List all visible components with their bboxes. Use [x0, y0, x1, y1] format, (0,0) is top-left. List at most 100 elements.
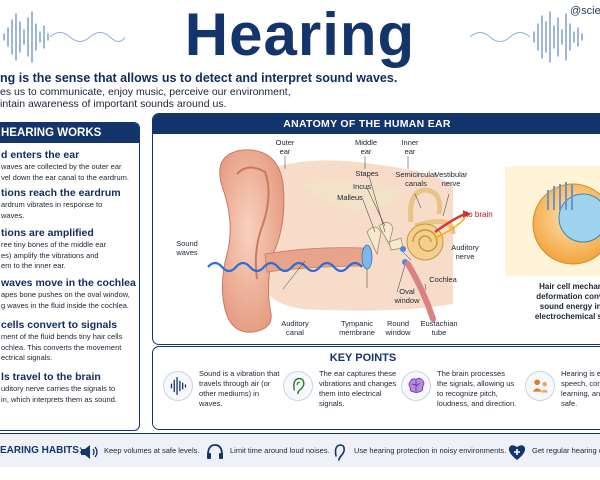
- habit-text: Keep volumes at safe levels.: [104, 446, 200, 455]
- ear-icon: [283, 371, 313, 401]
- eustachian-tube: [405, 261, 436, 322]
- ear-anatomy-panel: ANATOMY OF THE HUMAN EAR Outer ear Middl…: [152, 113, 600, 345]
- label-outer-ear: Outer ear: [275, 138, 295, 156]
- label-eustachian-tube: Eustachian tube: [420, 319, 458, 337]
- sound-wave-decoration-left: [3, 11, 125, 63]
- step-title: tions are amplified: [1, 227, 94, 239]
- step-desc: uditory nerve carries the signals to: [1, 384, 116, 393]
- label-to-brain: to brain: [466, 210, 493, 219]
- heart-plus-icon: [508, 445, 526, 460]
- step-desc: em to the inner ear.: [1, 261, 66, 270]
- key-point-line: to recognize pitch,: [437, 389, 498, 398]
- step-desc: waves.: [1, 210, 25, 220]
- key-point-line: learning, and: [561, 389, 600, 398]
- key-point-line: loudness, and direction.: [437, 399, 517, 408]
- hearing-habits-bar: EARING HABITS: Keep volumes at safe leve…: [0, 433, 600, 467]
- step-title: tions reach the eardrum: [1, 187, 121, 199]
- step-1: d enters the ear waves are collected by …: [1, 149, 139, 182]
- how-hearing-works-panel: HEARING WORKS d enters the ear waves are…: [0, 122, 140, 431]
- step-desc: g waves in the fluid inside the cochlea.: [1, 300, 129, 310]
- key-point-line: Hearing is ess: [561, 369, 600, 378]
- hair-cell-caption: Hair cell mechani deformation conve soun…: [534, 282, 600, 321]
- step-6: ls travel to the brain uditory nerve car…: [1, 371, 139, 404]
- outer-ear-shape: [219, 149, 285, 333]
- step-desc: ardrum vibrates in response to: [1, 200, 103, 209]
- step-title: ls travel to the brain: [1, 371, 101, 383]
- key-points-title: KEY POINTS: [329, 352, 397, 364]
- step-desc: ment of the fluid bends tiny hair cells: [1, 332, 123, 341]
- key-point-3: The brain processes the signals, allowin…: [437, 369, 521, 409]
- label-inner-ear: Inner ear: [401, 138, 419, 156]
- label-semicircular-canals: Semicircular canals: [395, 170, 437, 188]
- how-hearing-works-title: HEARING WORKS: [0, 123, 139, 143]
- label-round-window: Round window: [385, 319, 411, 337]
- cochlea-shape: [406, 223, 444, 261]
- key-point-line: the signals, allowing us: [437, 379, 515, 388]
- speaker-icon: [81, 445, 98, 459]
- hair-cell-illustration: [505, 166, 600, 276]
- label-auditory-nerve: Auditory nerve: [451, 243, 479, 261]
- intro-line: intain awareness of important sounds aro…: [0, 98, 227, 110]
- key-point-2: The ear captures these vibrations and ch…: [319, 369, 399, 409]
- anatomy-title: ANATOMY OF THE HUMAN EAR: [153, 114, 600, 134]
- key-point-line: them into electrical: [319, 389, 382, 398]
- step-2: tions reach the eardrum ardrum vibrates …: [1, 187, 139, 220]
- step-4: waves move in the cochlea apes bone push…: [1, 277, 139, 310]
- headphones-icon: [207, 444, 223, 459]
- step-title: d enters the ear: [1, 149, 80, 161]
- intro-headline: ng is the sense that allows us to detect…: [0, 71, 398, 85]
- ear-anatomy-illustration: [207, 149, 600, 333]
- key-point-line: other mediums) in waves.: [199, 389, 260, 408]
- step-desc: apes bone pushes on the oval window,: [1, 290, 130, 299]
- step-desc: in, which interprets them as sound.: [1, 394, 117, 404]
- step-desc: ochlea. This converts the movement: [1, 342, 122, 352]
- habit-text: Limit time around loud noises.: [230, 446, 330, 455]
- ear-icon: [334, 444, 345, 461]
- label-cochlea: Cochlea: [429, 275, 457, 284]
- step-desc: waves are collected by the outer ear: [1, 162, 122, 171]
- auditory-nerve: [434, 212, 466, 234]
- sound-wave-decoration-right: [470, 11, 583, 63]
- key-point-line: The ear captures these: [319, 369, 397, 378]
- sound-wave-line: [207, 261, 363, 273]
- page-title: Hearing: [184, 1, 416, 68]
- key-points-panel: KEY POINTS Sound is a vibration that tra…: [152, 346, 600, 430]
- label-oval-window: Oval window: [394, 287, 420, 305]
- brain-icon: [401, 371, 431, 401]
- key-point-1: Sound is a vibration that travels throug…: [199, 369, 281, 409]
- habit-text: Use hearing protection in noisy environm…: [354, 446, 507, 455]
- label-stapes: Stapes: [355, 169, 379, 178]
- step-desc: es) amplify the vibrations and: [1, 250, 99, 260]
- key-point-line: The brain processes: [437, 369, 505, 378]
- malleus: [366, 226, 382, 256]
- label-vestibular-nerve: Vestibular nerve: [434, 170, 468, 188]
- key-point-line: signals.: [319, 399, 345, 408]
- people-icon: [525, 371, 555, 401]
- step-title: waves move in the cochlea: [1, 277, 136, 289]
- label-auditory-canal: Auditory canal: [281, 319, 309, 337]
- key-point-line: travels through air (or: [199, 379, 271, 388]
- habits-title: EARING HABITS:: [0, 445, 83, 456]
- intro-line: es us to communicate, enjoy music, perce…: [0, 86, 291, 98]
- key-point-line: vibrations and changes: [319, 379, 397, 388]
- label-malleus: Malleus: [337, 193, 363, 202]
- step-3: tions are amplified ree tiny bones of th…: [1, 227, 139, 271]
- step-title: cells convert to signals: [1, 319, 118, 331]
- step-5: cells convert to signals ment of the flu…: [1, 319, 139, 363]
- key-point-line: Sound is a vibration that: [199, 369, 280, 378]
- step-desc: vel down the ear canal to the eardrum.: [1, 172, 129, 182]
- label-tympanic-membrane: Tympanic membrane: [339, 319, 375, 337]
- label-middle-ear: Middle ear: [354, 138, 378, 156]
- label-incus: Incus: [353, 182, 371, 191]
- habit-text: Get regular hearing ch: [532, 446, 600, 455]
- sound-wave-icon: [163, 371, 193, 401]
- key-point-4: Hearing is ess speech, comm learning, an…: [561, 369, 600, 409]
- step-desc: ectrical signals.: [1, 353, 53, 362]
- step-desc: ree tiny bones of the middle ear: [1, 240, 107, 249]
- incus: [378, 222, 394, 246]
- key-point-line: safe.: [561, 399, 578, 408]
- tympanic-membrane: [361, 244, 373, 270]
- label-sound-waves: Sound waves: [176, 239, 198, 257]
- key-point-line: speech, comm: [561, 379, 600, 388]
